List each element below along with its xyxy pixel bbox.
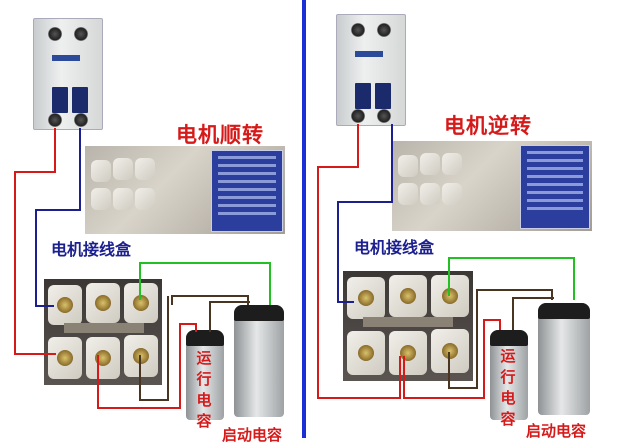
- breaker-input-screw: [74, 27, 88, 41]
- run-capacitor: [490, 330, 528, 420]
- breaker-lever: [72, 87, 88, 113]
- start-capacitor: [538, 303, 590, 415]
- terminal-u2: [347, 331, 385, 375]
- circuit-breaker: [336, 14, 406, 126]
- breaker-output-screw: [48, 113, 62, 127]
- breaker-lever: [355, 83, 371, 109]
- terminal-v1: [86, 283, 120, 323]
- terminal-w1: [124, 283, 158, 323]
- breaker-input-screw: [377, 23, 391, 37]
- terminal: [420, 183, 440, 205]
- terminal-v1: [389, 275, 427, 317]
- terminal-block: [44, 279, 162, 385]
- terminal-u1: [347, 277, 385, 319]
- breaker-lever: [375, 83, 391, 109]
- circuit-breaker: [33, 18, 103, 130]
- breaker-output-screw: [377, 109, 391, 123]
- terminal-v2: [389, 331, 427, 375]
- terminal: [91, 160, 111, 182]
- start-capacitor-label: 启动电容: [222, 426, 283, 444]
- run-capacitor-label: 运 行 电 容: [500, 347, 516, 428]
- terminal: [91, 188, 111, 210]
- run-capacitor-label: 运 行 电 容: [196, 349, 212, 430]
- breaker-input-screw: [48, 27, 62, 41]
- run-capacitor: [186, 330, 224, 420]
- terminal-jumper-bar: [64, 323, 144, 333]
- breaker-brand-label: [52, 55, 80, 61]
- breaker-input-screw: [351, 23, 365, 37]
- motor-nameplate: [520, 145, 590, 229]
- title-reverse-rotation: 电机逆转: [444, 114, 532, 138]
- start-capacitor-label: 启动电容: [526, 422, 587, 440]
- terminal: [442, 153, 462, 175]
- breaker-output-screw: [351, 109, 365, 123]
- terminal: [135, 158, 155, 180]
- wiring-diagram-reverse: [317, 124, 575, 399]
- breaker-output-screw: [74, 113, 88, 127]
- motor-junction-box-photo: [85, 146, 285, 234]
- breaker-lever: [52, 87, 68, 113]
- title-forward-rotation: 电机顺转: [176, 123, 264, 147]
- terminal: [398, 155, 418, 177]
- terminal-jumper-bar: [363, 317, 453, 327]
- junction-box-label: 电机接线盒: [51, 240, 132, 259]
- terminal-block: [343, 271, 473, 381]
- motor-nameplate: [211, 150, 283, 232]
- terminal: [135, 188, 155, 210]
- panel-divider: [302, 0, 306, 438]
- terminal: [113, 158, 133, 180]
- terminal: [398, 183, 418, 205]
- terminal: [420, 153, 440, 175]
- motor-junction-box-photo: [392, 141, 592, 231]
- junction-box-label: 电机接线盒: [354, 238, 435, 257]
- forward-rotation-panel: 电机顺转 电机接线盒 运 行 电 容 启动电容: [0, 0, 302, 448]
- breaker-brand-label: [355, 51, 383, 57]
- terminal-u2: [48, 337, 82, 379]
- start-capacitor: [234, 305, 284, 417]
- terminal: [113, 188, 133, 210]
- terminal: [442, 183, 462, 205]
- reverse-rotation-panel: 电机逆转 电机接线盒 运 行 电 容 启动电容: [310, 0, 624, 448]
- wiring-diagram-forward: [14, 128, 271, 409]
